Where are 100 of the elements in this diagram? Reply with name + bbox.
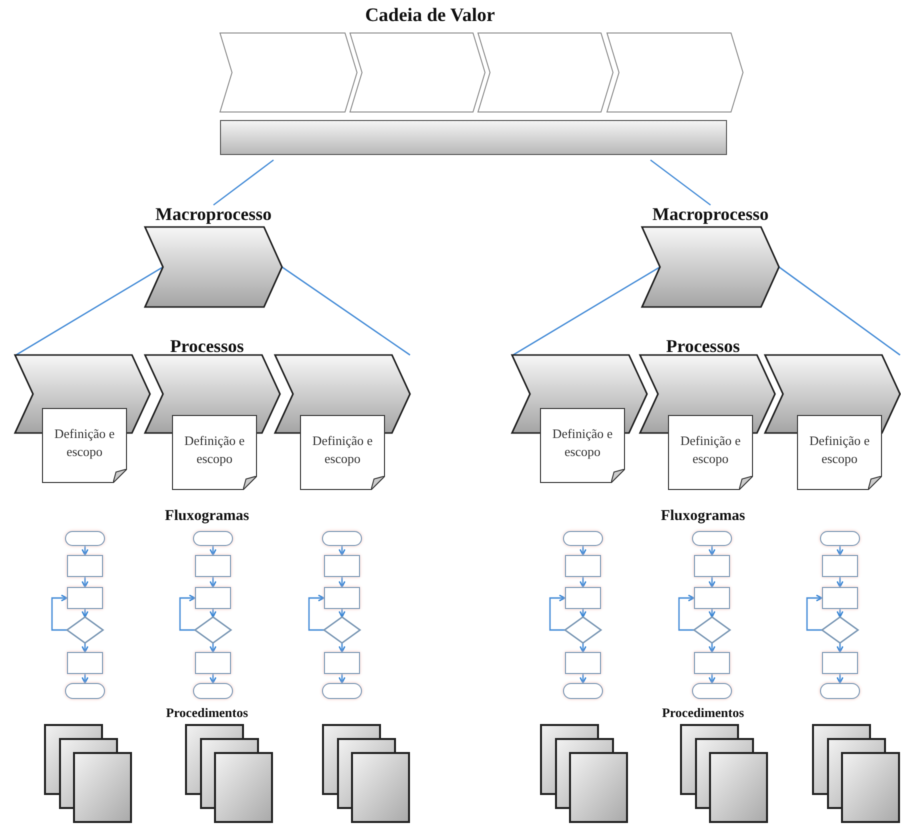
decision-diamond (67, 617, 103, 643)
flow-arrow (338, 609, 346, 618)
flow-arrow (678, 594, 695, 631)
flow-arrow (338, 674, 346, 684)
terminal-shape (322, 683, 362, 699)
flow-arrow (82, 674, 88, 684)
note-text: Definição e escopo (808, 432, 870, 468)
value-chain-stage (220, 33, 357, 112)
flow-arrow (210, 643, 216, 653)
definition-note (797, 415, 882, 490)
terminal-shape (820, 531, 860, 546)
terminal-shape (65, 531, 105, 546)
process-step-box (195, 555, 231, 577)
flow-arrow (338, 643, 346, 653)
value-chain-stage (607, 33, 743, 112)
flow-arrow (51, 594, 68, 631)
process-step-box (822, 587, 858, 609)
decision-diamond (694, 617, 730, 643)
macroprocess-heading: Macroprocesso (652, 205, 769, 225)
process-step-box (694, 652, 730, 674)
document-stack (185, 724, 273, 823)
flow-arrow (549, 594, 566, 631)
flow-arrow (836, 643, 844, 653)
process-step-box (324, 555, 360, 577)
flow-arrow (580, 643, 586, 653)
flow-arrow (210, 609, 216, 618)
definition-note (42, 408, 127, 483)
terminal-shape (563, 531, 603, 546)
flow-arrow (708, 674, 716, 684)
level-heading: Processos (170, 337, 244, 357)
flow-arrow (580, 609, 586, 618)
process-step-box (324, 587, 360, 609)
process-step-box (195, 587, 231, 609)
terminal-shape (692, 683, 732, 699)
macroprocess-heading: Macroprocesso (155, 205, 272, 225)
decision-diamond (822, 617, 858, 643)
document-stack (680, 724, 768, 823)
value-chain-stage (478, 33, 613, 112)
decision-diamond (324, 617, 360, 643)
note-text: Definição e escopo (680, 432, 742, 468)
process-step-box (694, 555, 730, 577)
flow-arrow (836, 577, 844, 588)
definition-note (668, 415, 753, 490)
value-chain-bar (220, 120, 727, 155)
connector-line (282, 266, 410, 356)
document-stack (540, 724, 628, 823)
note-text: Definição e escopo (312, 432, 374, 468)
process-step-box (195, 652, 231, 674)
level-heading: Procedimentos (166, 706, 248, 720)
terminal-shape (820, 683, 860, 699)
process-step-box (67, 587, 103, 609)
process-step-box (565, 652, 601, 674)
flow-arrow (338, 577, 346, 588)
process-step-box (822, 555, 858, 577)
document-stack (322, 724, 410, 823)
connector-line (16, 266, 164, 356)
process-step-box (324, 652, 360, 674)
flow-arrow (210, 674, 216, 684)
process-step-box (565, 587, 601, 609)
flow-arrow (82, 577, 88, 588)
level-heading: Fluxogramas (164, 508, 250, 524)
terminal-shape (692, 531, 732, 546)
flow-arrow (210, 577, 216, 588)
document-stack (44, 724, 132, 823)
flow-arrow (580, 674, 586, 684)
process-step-box (822, 652, 858, 674)
terminal-shape (193, 683, 233, 699)
flow-arrow (338, 546, 346, 556)
flow-arrow (708, 609, 716, 618)
flow-arrow (806, 594, 823, 631)
note-text: Definição e escopo (54, 424, 116, 460)
process-step-box (694, 587, 730, 609)
flow-arrow (836, 546, 844, 556)
flow-arrow (210, 546, 216, 556)
flow-arrow (82, 643, 88, 653)
flow-arrow (708, 577, 716, 588)
process-step-box (67, 555, 103, 577)
terminal-shape (65, 683, 105, 699)
definition-note (540, 408, 625, 483)
process-step-box (565, 555, 601, 577)
note-text: Definição e escopo (552, 424, 614, 460)
connector-line (650, 159, 711, 206)
flow-arrow (580, 577, 586, 588)
level-heading: Fluxogramas (660, 508, 746, 524)
decision-diamond (565, 617, 601, 643)
flow-arrow (836, 674, 844, 684)
connector-line (512, 266, 660, 356)
flow-arrow (82, 609, 88, 618)
flow-arrow (179, 594, 196, 631)
flow-arrow (836, 609, 844, 618)
connector-line (213, 159, 274, 206)
definition-note (300, 415, 385, 490)
flow-arrow (580, 546, 586, 556)
decision-diamond (195, 617, 231, 643)
level-heading: Procedimentos (662, 706, 744, 720)
process-step-box (67, 652, 103, 674)
value-chain-stage (350, 33, 485, 112)
diagram-title: Cadeia de Valor (365, 6, 495, 27)
terminal-shape (322, 531, 362, 546)
flow-arrow (708, 546, 716, 556)
